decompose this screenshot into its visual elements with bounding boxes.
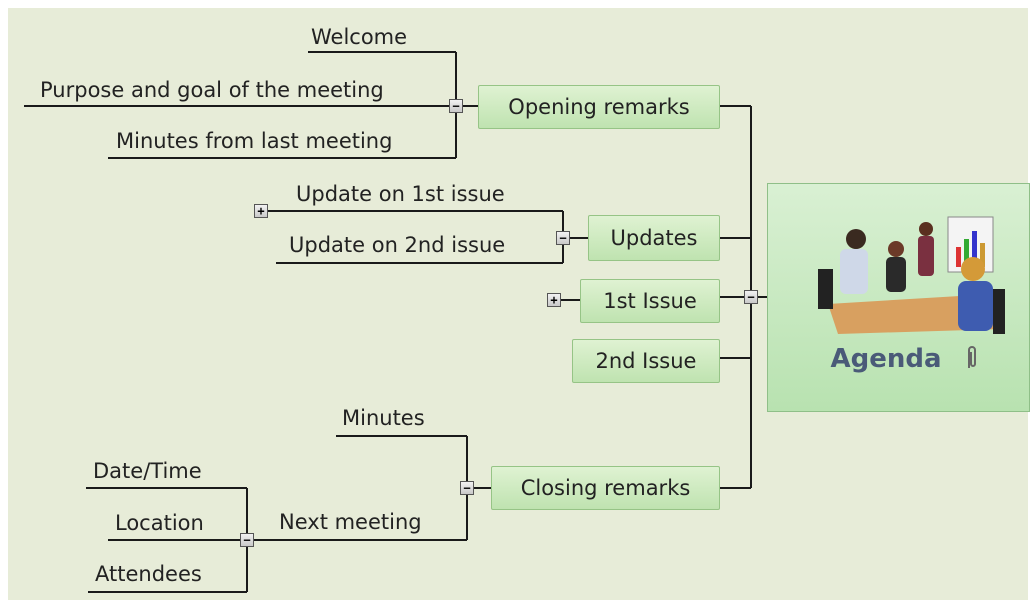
- subtopic-purpose[interactable]: Purpose and goal of the meeting: [40, 78, 384, 102]
- subtopic-minutes[interactable]: Minutes: [342, 406, 425, 430]
- topic-opening-remarks[interactable]: Opening remarks: [478, 85, 720, 129]
- subtopic-minutes-last-meeting[interactable]: Minutes from last meeting: [116, 129, 393, 153]
- subtopic-update-2nd-issue[interactable]: Update on 2nd issue: [289, 233, 506, 257]
- collapse-toggle-next-meeting[interactable]: −: [240, 533, 254, 547]
- meeting-clipart-icon: [818, 216, 1005, 334]
- topic-updates[interactable]: Updates: [588, 215, 720, 261]
- subtopic-update-1st-issue[interactable]: Update on 1st issue: [296, 182, 505, 206]
- expand-toggle-update-1st-issue[interactable]: +: [254, 204, 268, 218]
- topic-opening-remarks-label: Opening remarks: [508, 94, 690, 119]
- paperclip-icon[interactable]: [963, 344, 981, 372]
- topic-closing-remarks-label: Closing remarks: [520, 475, 691, 500]
- subtopic-next-meeting[interactable]: Next meeting: [279, 510, 422, 534]
- central-topic-agenda[interactable]: Agenda: [767, 183, 1030, 412]
- topic-2nd-issue-label: 2nd Issue: [595, 348, 697, 373]
- subtopic-date-time[interactable]: Date/Time: [93, 459, 202, 483]
- collapse-toggle-closing[interactable]: −: [460, 481, 474, 495]
- expand-toggle-1st-issue[interactable]: +: [547, 293, 561, 307]
- collapse-toggle-central[interactable]: −: [744, 290, 758, 304]
- topic-2nd-issue[interactable]: 2nd Issue: [572, 339, 720, 383]
- topic-closing-remarks[interactable]: Closing remarks: [491, 466, 720, 510]
- subtopic-attendees[interactable]: Attendees: [95, 562, 202, 586]
- collapse-toggle-opening[interactable]: −: [449, 99, 463, 113]
- collapse-toggle-updates[interactable]: −: [556, 231, 570, 245]
- topic-1st-issue-label: 1st Issue: [603, 288, 697, 313]
- central-topic-title: Agenda: [830, 344, 942, 374]
- subtopic-location[interactable]: Location: [115, 511, 204, 535]
- topic-1st-issue[interactable]: 1st Issue: [580, 279, 720, 323]
- subtopic-welcome[interactable]: Welcome: [311, 25, 408, 49]
- topic-updates-label: Updates: [610, 225, 698, 250]
